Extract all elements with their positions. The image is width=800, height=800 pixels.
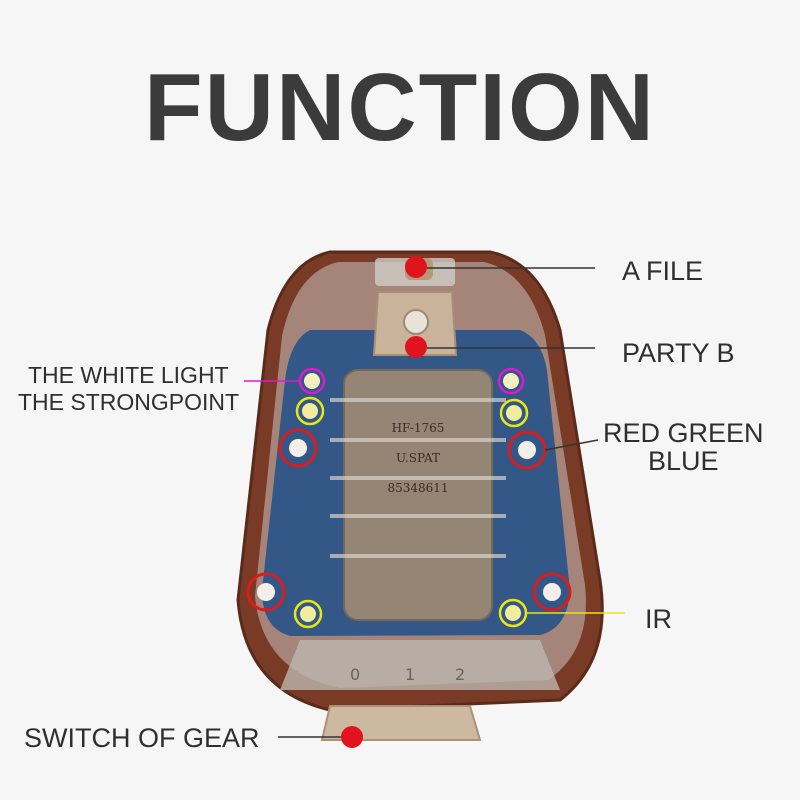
led-ir-left-callout <box>293 599 323 629</box>
led-rgb-left-callout <box>278 428 318 468</box>
gear-mark-1: 1 <box>405 665 415 684</box>
led-yellow-right <box>506 405 522 421</box>
led-rgb-left <box>289 439 307 457</box>
led-rgb-left-bottom <box>257 583 275 601</box>
gear-panel <box>280 640 560 690</box>
battery-text-1: HF-1765 <box>392 421 445 435</box>
page-title: FUNCTION <box>144 54 656 161</box>
led-rgb-right-bottom-callout <box>532 572 572 612</box>
leader-rgb <box>544 439 599 451</box>
led-rgb-right-bottom <box>543 583 561 601</box>
battery <box>343 369 493 621</box>
label-rgb-2: BLUE <box>648 446 719 476</box>
marker-party-b <box>405 336 427 358</box>
led-rgb-left-bottom-callout <box>246 572 286 612</box>
label-rgb-1: RED GREEN <box>603 418 764 448</box>
led-white-left <box>304 373 320 389</box>
label-a-file: A FILE <box>622 256 704 286</box>
led-white-right-callout <box>497 367 525 395</box>
led-yellow-right-callout <box>499 398 529 428</box>
label-white-light-2: THE STRONGPOINT <box>18 389 240 415</box>
label-ir: IR <box>645 604 672 634</box>
battery-text-2: U.SPAT <box>396 451 440 465</box>
gear-mark-2: 2 <box>455 665 465 684</box>
led-rgb-right <box>518 441 536 459</box>
led-ir-right <box>505 605 521 621</box>
led-ir-left <box>300 606 316 622</box>
marker-a-file <box>405 256 427 278</box>
led-yellow-left <box>302 403 318 419</box>
battery-text-3: 85348611 <box>387 481 448 495</box>
label-switch: SWITCH OF GEAR <box>24 723 260 753</box>
marker-switch <box>341 726 363 748</box>
gear-mark-0: 0 <box>350 665 360 684</box>
led-white-right <box>503 373 519 389</box>
led-yellow-left-callout <box>295 396 325 426</box>
label-party-b: PARTY B <box>622 338 735 368</box>
label-white-light-1: THE WHITE LIGHT <box>28 362 229 388</box>
